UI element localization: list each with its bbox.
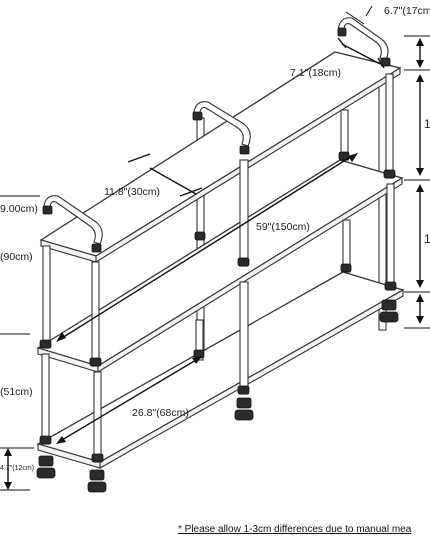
- dimension-labels: 6.7"(17cm) 7.1"(18cm) 11.8"(30cm) 59"(15…: [0, 5, 430, 472]
- shelf-middle: [36, 159, 404, 373]
- label-left-bottom: 4.7"(12cm): [0, 465, 34, 472]
- label-shelf-depth: 11.8"(30cm): [104, 186, 160, 198]
- label-top-depth-outer: 6.7"(17cm): [384, 5, 430, 17]
- label-right-upper: 1: [424, 117, 430, 131]
- label-left-top: 9.00cm): [0, 203, 38, 215]
- dimension-lines: [0, 5, 430, 491]
- disclaimer-note: * Please allow 1-3cm differences due to …: [178, 524, 412, 535]
- label-left-mid: (90cm): [0, 251, 33, 263]
- label-inner-length: 26.8"(68cm): [132, 407, 189, 419]
- label-shelf-length: 59"(150cm): [256, 221, 310, 233]
- shelf-bottom: [36, 271, 405, 469]
- top-rails: [42, 17, 391, 253]
- label-right-middle: 1: [424, 232, 430, 246]
- label-left-low: (51cm): [0, 386, 33, 398]
- pipe-joints: [39, 151, 397, 463]
- label-top-depth-inner: 7.1"(18cm): [290, 67, 341, 79]
- feet: [36, 299, 399, 493]
